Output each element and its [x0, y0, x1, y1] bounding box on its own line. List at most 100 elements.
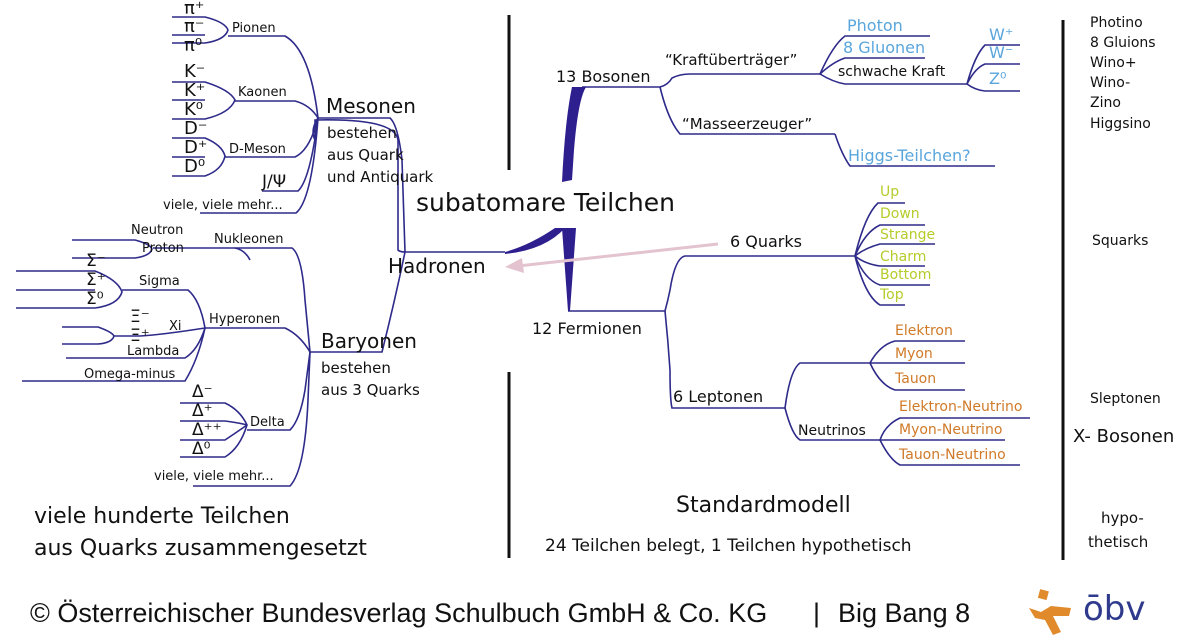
d-meson-minus: D⁻	[184, 118, 208, 139]
connector-line	[235, 100, 319, 119]
nukleonen-label: Nukleonen	[214, 232, 284, 247]
kaon-plus: K⁺	[184, 80, 206, 101]
d-meson-zero: D⁰	[184, 156, 206, 177]
proton: Proton	[142, 241, 184, 256]
obv-logo-text: ōbv	[1083, 589, 1146, 629]
connector-line	[784, 362, 870, 409]
quark-charm: Charm	[880, 249, 927, 265]
bosino-wino-minus: Wino-	[1090, 75, 1131, 91]
connector-line	[784, 407, 880, 441]
arrow-quarks-to-hadrons	[505, 242, 719, 273]
obv-logo-star-icon	[1029, 589, 1071, 635]
pion-zero: π⁰	[184, 35, 203, 56]
connector-line	[172, 81, 236, 120]
sleptonen: Sleptonen	[1090, 391, 1161, 407]
connector-line	[966, 44, 1020, 85]
sigma-zero: Σ⁰	[86, 289, 104, 309]
connector-line	[180, 424, 248, 441]
connector-line	[854, 255, 930, 286]
kaonen-label: Kaonen	[238, 85, 287, 100]
kraftuebertraeger-label: “Kraftüberträger”	[665, 51, 798, 69]
squarks: Squarks	[1092, 233, 1149, 249]
connector-line	[659, 86, 835, 135]
connector-line	[819, 57, 925, 75]
connector-line	[854, 224, 925, 257]
kaon-zero: K⁰	[184, 99, 204, 120]
sigma-plus: Σ⁺	[86, 270, 106, 290]
pionen-label: Pionen	[232, 21, 276, 36]
delta-label: Delta	[250, 415, 285, 430]
standardmodell-title: Standardmodell	[676, 493, 851, 518]
jpsi: J/Ψ	[262, 172, 287, 192]
mesonen-desc-3: und Antiquark	[327, 168, 434, 186]
mesonen-desc-2: aus Quark	[327, 146, 404, 164]
connector-line	[869, 340, 965, 364]
standardmodell-subtitle: 24 Teilchen belegt, 1 Teilchen hypotheti…	[545, 536, 912, 556]
delta-plusplus: Δ⁺⁺	[192, 420, 222, 440]
connector-line	[854, 202, 905, 257]
bosons-trunk	[562, 87, 586, 182]
connector-line	[582, 73, 820, 88]
delta-minus: Δ⁻	[192, 382, 213, 402]
connector-line	[122, 289, 206, 329]
footer-copyright: © Österreichischer Bundesverlag Schulbuc…	[30, 598, 768, 628]
connector-line	[834, 133, 995, 167]
xi-plus: Ξ⁺	[130, 326, 150, 346]
gluonen: 8 Gluonen	[843, 38, 926, 57]
xi-label: Xi	[169, 319, 182, 334]
bosonen-label: 13 Bosonen	[556, 67, 651, 86]
footer-book: Big Bang 8	[838, 598, 971, 628]
schwache-kraft-label: schwache Kraft	[838, 64, 946, 80]
connector-line	[205, 327, 311, 353]
hadrons-caption-2: aus Quarks zusammengesetzt	[34, 536, 367, 561]
connector-line	[664, 310, 785, 409]
connector-line	[172, 137, 226, 177]
connector-line	[172, 16, 229, 44]
sigma-label: Sigma	[139, 274, 180, 289]
mesons-more: viele, viele mehr...	[163, 198, 283, 213]
connector-line	[966, 83, 1020, 92]
hypothetisch-caption-1: hypo-	[1101, 509, 1144, 527]
connector-line	[200, 117, 319, 214]
neutrino-elektron: Elektron-Neutrino	[899, 399, 1023, 415]
connector-line	[180, 420, 248, 426]
bosino-photino: Photino	[1090, 15, 1143, 31]
bosino-higgsino: Higgsino	[1090, 116, 1151, 132]
d-meson-label: D-Meson	[229, 142, 286, 157]
baryonen-desc-2: aus 3 Quarks	[321, 381, 420, 399]
photon: Photon	[847, 16, 903, 35]
hadronen-label: Hadronen	[388, 254, 486, 278]
mesonen-title: Mesonen	[326, 94, 416, 118]
quark-top: Top	[880, 287, 904, 303]
connector-line	[312, 117, 406, 253]
mesonen-desc-1: bestehen	[327, 124, 397, 142]
connector-line	[228, 35, 319, 119]
bosino-gluions: 8 Gluions	[1090, 35, 1156, 51]
connector-line	[318, 117, 406, 253]
w-minus: W⁻	[989, 43, 1014, 62]
omega-minus: Omega-minus	[84, 367, 176, 382]
delta-zero: Δ⁰	[192, 439, 211, 459]
footer-separator: |	[813, 598, 821, 628]
bosino-wino-plus: Wino+	[1090, 55, 1137, 71]
neutrino-tauon: Tauon-Neutrino	[899, 447, 1006, 463]
connector-line	[879, 417, 1030, 441]
connector-line	[235, 247, 311, 353]
neutrinos-label: Neutrinos	[798, 423, 866, 439]
connector-line	[22, 327, 206, 382]
quark-strange: Strange	[880, 227, 936, 243]
connector-line	[966, 63, 1020, 85]
connector-line	[869, 362, 965, 391]
hadrons-trunk	[505, 228, 565, 254]
lambda: Lambda	[127, 344, 180, 359]
connector-line	[16, 270, 123, 309]
connector-line	[879, 439, 1020, 466]
pion-minus: π⁻	[184, 16, 205, 37]
connector-line	[225, 117, 319, 158]
bosino-zino: Zino	[1090, 95, 1121, 111]
fermionen-label: 12 Fermionen	[532, 319, 642, 338]
quark-bottom: Bottom	[880, 267, 932, 283]
connector-line	[310, 251, 406, 353]
connector-line	[247, 351, 311, 431]
